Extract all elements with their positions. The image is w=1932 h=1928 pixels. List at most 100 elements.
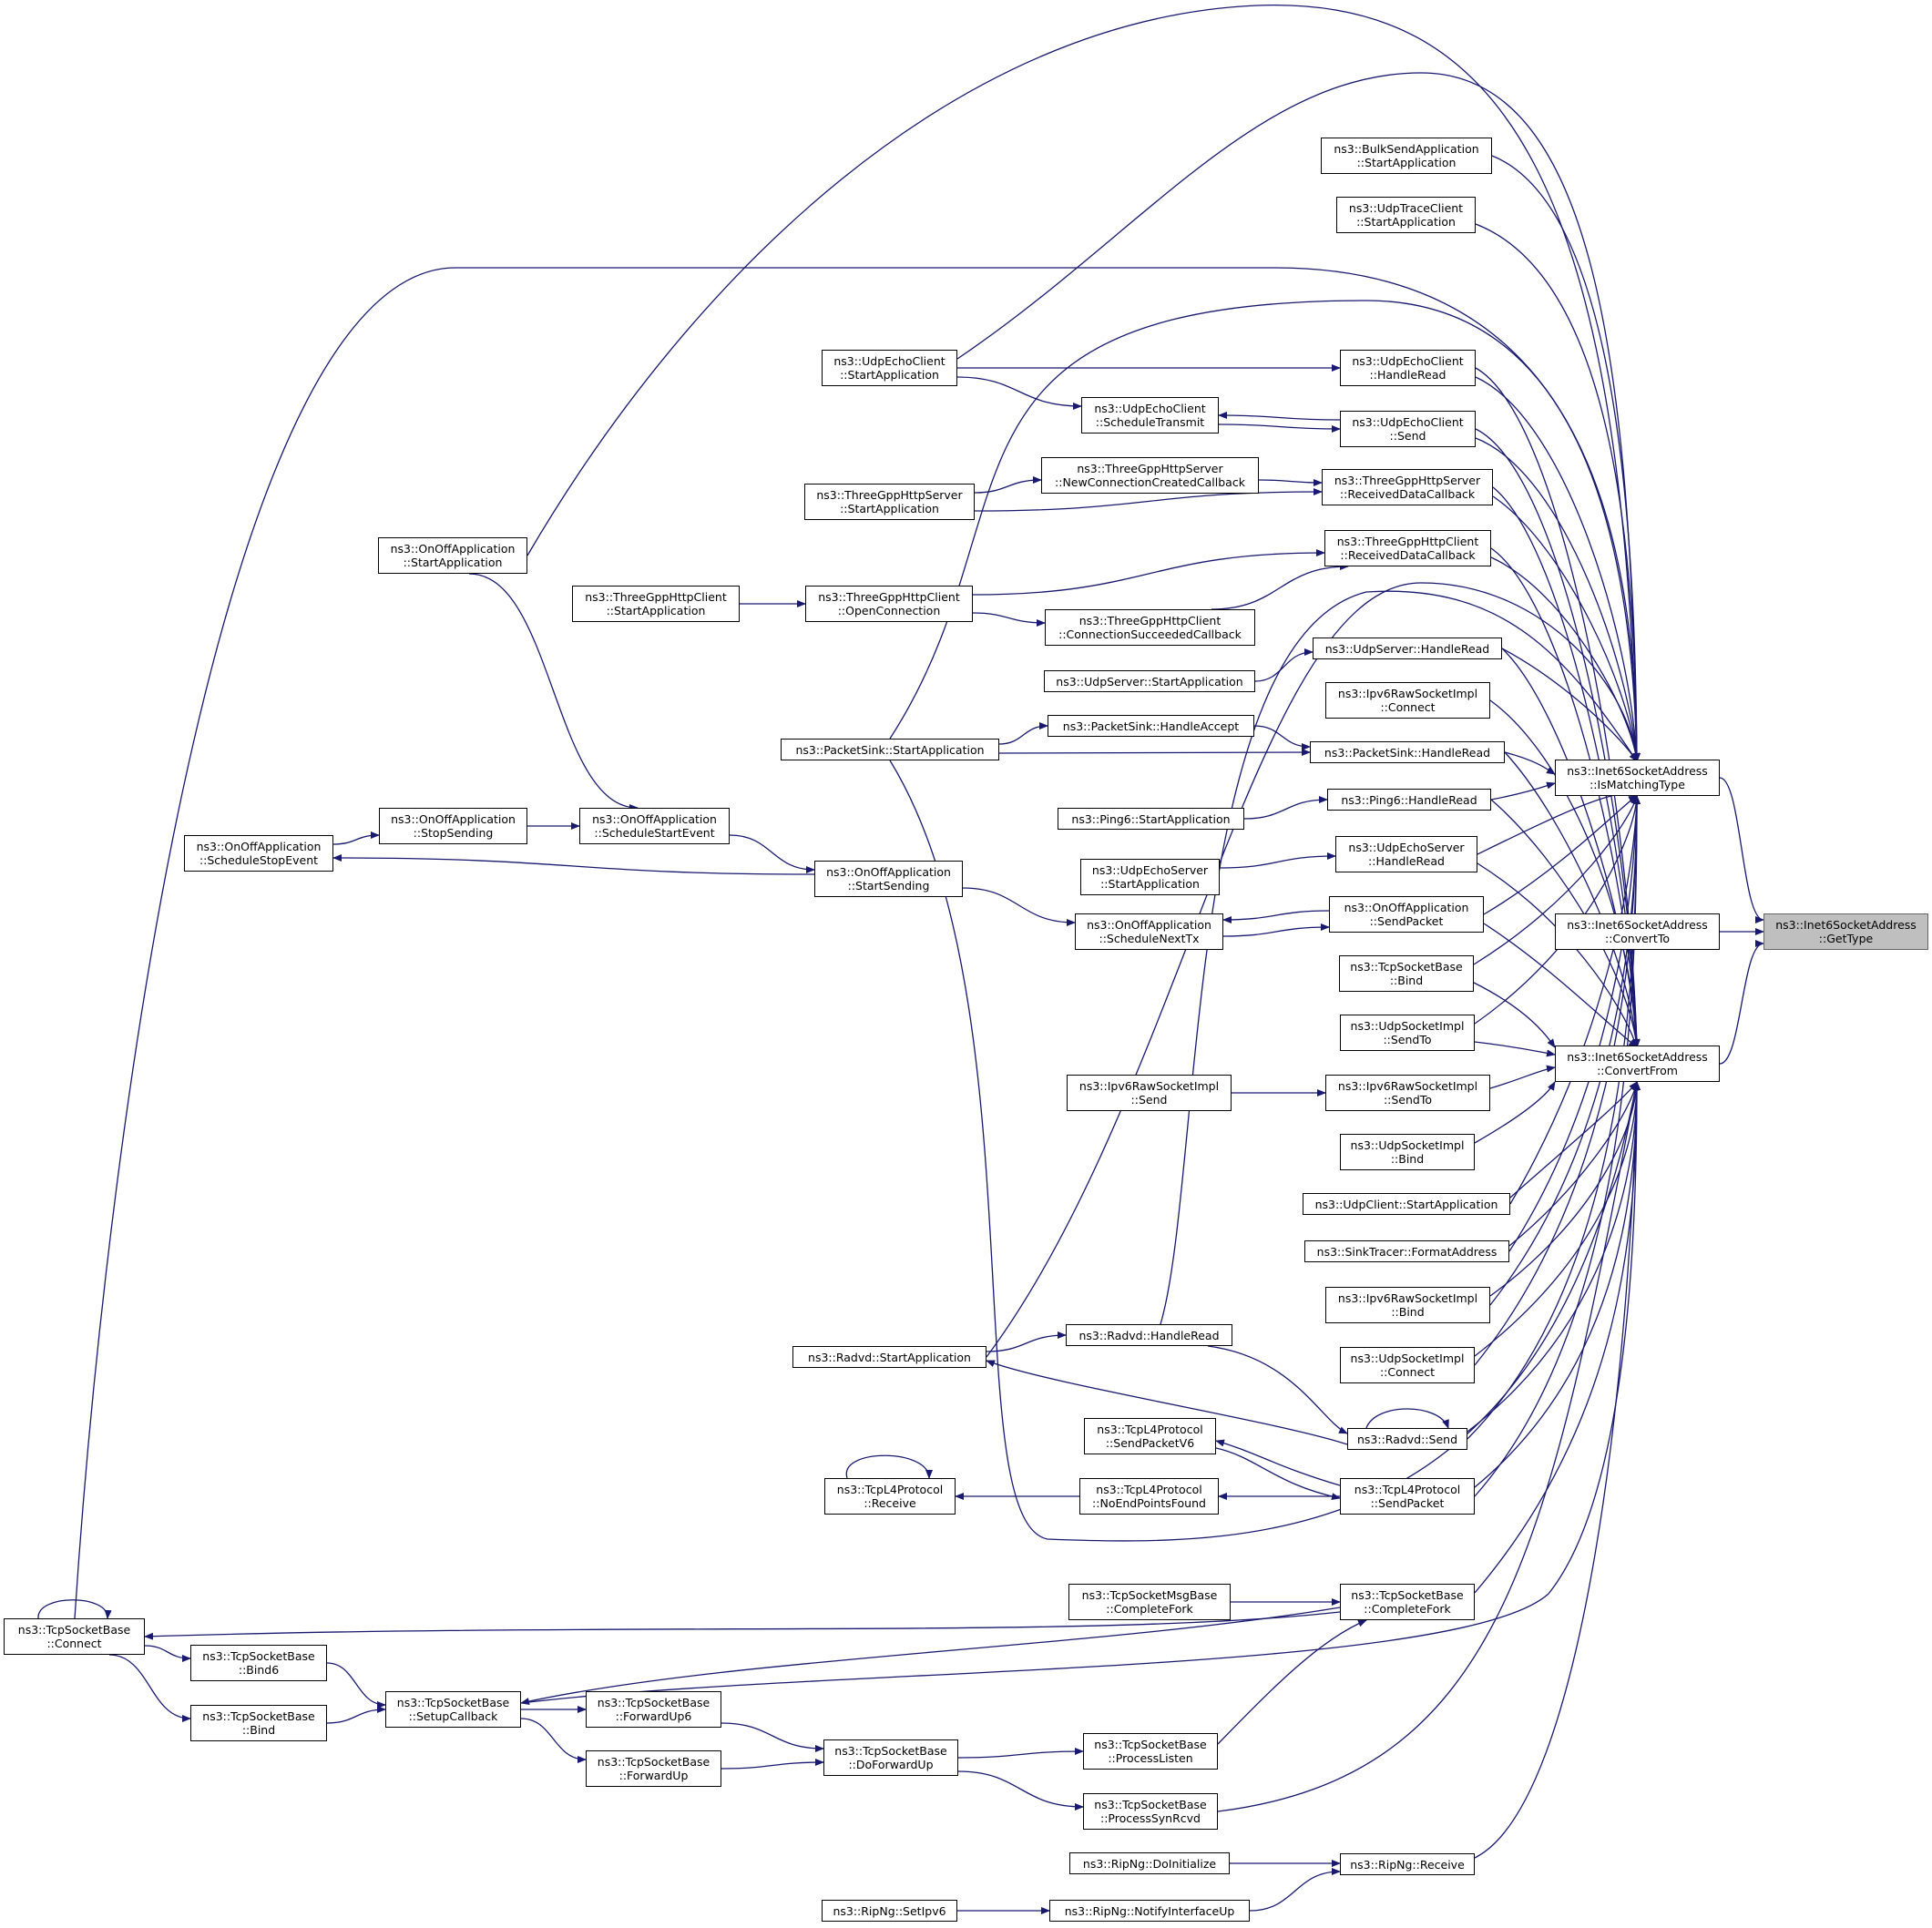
node-uech[interactable]: ns3::UdpEchoClient::HandleRead (1340, 350, 1476, 386)
node-convertfrom[interactable]: ns3::Inet6SocketAddress::ConvertFrom (1555, 1046, 1720, 1082)
node-tsbplisten[interactable]: ns3::TcpSocketBase::ProcessListen (1083, 1733, 1218, 1770)
edge-psstart-pshaccept (998, 722, 1048, 745)
node-p6start-label: ns3::Ping6::StartApplication (1071, 811, 1231, 826)
node-ismatching[interactable]: ns3::Inet6SocketAddress::IsMatchingType (1555, 760, 1720, 796)
node-thcstart[interactable]: ns3::ThreeGppHttpClient::StartApplicatio… (572, 586, 740, 622)
node-tcpbind-class: ns3::TcpSocketBase (1350, 960, 1463, 974)
edge-tsbdfu-tsbpsyn (957, 1770, 1084, 1811)
node-tsbsetup[interactable]: ns3::TcpSocketBase::SetupCallback (385, 1691, 521, 1728)
node-i6rconn[interactable]: ns3::Ipv6RawSocketImpl::Connect (1325, 682, 1490, 719)
node-tsbsetup-class: ns3::TcpSocketBase (396, 1696, 510, 1709)
node-udpsrvh[interactable]: ns3::UdpServer::HandleRead (1313, 638, 1502, 659)
node-thsrecv[interactable]: ns3::ThreeGppHttpServer::ReceivedDataCal… (1322, 469, 1493, 505)
edge-tl4send-ismatching (1474, 795, 1641, 1497)
node-usisendto[interactable]: ns3::UdpSocketImpl::SendTo (1340, 1015, 1475, 1051)
node-p6start[interactable]: ns3::Ping6::StartApplication (1058, 808, 1244, 830)
node-tsbdfu[interactable]: ns3::TcpSocketBase::DoForwardUp (823, 1739, 958, 1776)
node-tl4noend[interactable]: ns3::TcpL4Protocol::NoEndPointsFound (1079, 1478, 1219, 1515)
node-udptrace[interactable]: ns3::UdpTraceClient::StartApplication (1336, 197, 1476, 233)
node-thcrecv[interactable]: ns3::ThreeGppHttpClient::ReceivedDataCal… (1324, 530, 1491, 566)
node-usibind-class: ns3::UdpSocketImpl (1350, 1138, 1465, 1152)
node-uecstart[interactable]: ns3::UdpEchoClient::StartApplication (822, 350, 957, 386)
node-i6rsend[interactable]: ns3::Ipv6RawSocketImpl::Send (1067, 1075, 1232, 1111)
edge-psstart-ismatching (889, 300, 1641, 762)
node-thsstart[interactable]: ns3::ThreeGppHttpServer::StartApplicatio… (804, 484, 975, 520)
node-tl4v6[interactable]: ns3::TcpL4Protocol::SendPacketV6 (1084, 1418, 1216, 1454)
node-tsbdfu-class: ns3::TcpSocketBase (834, 1744, 947, 1758)
node-usiconn[interactable]: ns3::UdpSocketImpl::Connect (1340, 1347, 1475, 1383)
node-ripset-label: ns3::RipNg::SetIpv6 (833, 1903, 946, 1918)
node-gettype-class: ns3::Inet6SocketAddress (1775, 918, 1917, 932)
node-pshaccept-label: ns3::PacketSink::HandleAccept (1062, 719, 1240, 733)
node-uecstart-method: ::StartApplication (840, 368, 939, 382)
node-tsmcf[interactable]: ns3::TcpSocketMsgBase::CompleteFork (1068, 1584, 1231, 1620)
node-tsbcf[interactable]: ns3::TcpSocketBase::CompleteFork (1340, 1584, 1475, 1620)
node-sinkfmt[interactable]: ns3::SinkTracer::FormatAddress (1304, 1240, 1509, 1262)
node-psstart[interactable]: ns3::PacketSink::StartApplication (781, 739, 999, 760)
edge-uecstart-ismatching (956, 72, 1641, 762)
node-oosendpkt[interactable]: ns3::OnOffApplication::SendPacket (1329, 896, 1484, 933)
node-uesstart[interactable]: ns3::UdpEchoServer::StartApplication (1080, 859, 1220, 895)
node-tl4v6-method: ::SendPacketV6 (1105, 1436, 1195, 1450)
node-ripnotify-label: ns3::RipNg::NotifyInterfaceUp (1064, 1903, 1235, 1918)
node-tl4send-class: ns3::TcpL4Protocol (1354, 1483, 1461, 1496)
node-usibind[interactable]: ns3::UdpSocketImpl::Bind (1340, 1134, 1475, 1170)
node-uecsched[interactable]: ns3::UdpEchoClient::ScheduleTransmit (1081, 397, 1219, 434)
node-i6rsendto[interactable]: ns3::Ipv6RawSocketImpl::SendTo (1325, 1075, 1490, 1111)
node-tsbbind[interactable]: ns3::TcpSocketBase::Bind (190, 1705, 327, 1741)
node-tsbcf-method: ::CompleteFork (1364, 1602, 1451, 1616)
node-thsnew-method: ::NewConnectionCreatedCallback (1055, 475, 1245, 489)
node-oostartsend[interactable]: ns3::OnOffApplication::StartSending (814, 861, 963, 897)
node-uecstart-class: ns3::UdpEchoClient (833, 354, 946, 368)
node-tsbfu6[interactable]: ns3::TcpSocketBase::ForwardUp6 (586, 1691, 721, 1728)
node-uesread[interactable]: ns3::UdpEchoServer::HandleRead (1335, 836, 1477, 872)
node-rvdread[interactable]: ns3::Radvd::HandleRead (1066, 1324, 1232, 1346)
node-ripnotify[interactable]: ns3::RipNg::NotifyInterfaceUp (1049, 1900, 1250, 1922)
node-oosse-method: ::ScheduleStartEvent (594, 826, 715, 840)
node-i6rsendto-method: ::SendTo (1383, 1093, 1433, 1107)
node-ucstart[interactable]: ns3::UdpClient::StartApplication (1303, 1193, 1510, 1215)
node-oonexttx[interactable]: ns3::OnOffApplication::ScheduleNextTx (1075, 913, 1223, 950)
node-tsbpsyn[interactable]: ns3::TcpSocketBase::ProcessSynRcvd (1083, 1793, 1218, 1830)
node-tsbconn[interactable]: ns3::TcpSocketBase::Connect (4, 1618, 145, 1655)
node-gettype-method: ::GetType (1818, 932, 1874, 945)
edge-tsbplisten-tsbcf (1217, 1619, 1367, 1745)
node-i6rbind[interactable]: ns3::Ipv6RawSocketImpl::Bind (1325, 1287, 1490, 1323)
node-rvdstart[interactable]: ns3::Radvd::StartApplication (792, 1346, 986, 1368)
node-tsbbind6[interactable]: ns3::TcpSocketBase::Bind6 (190, 1645, 327, 1681)
node-oosse[interactable]: ns3::OnOffApplication::ScheduleStartEven… (579, 808, 730, 844)
edge-tsbcf-tsbconn (144, 1611, 1341, 1640)
node-tsbbind6-method: ::Bind6 (238, 1663, 280, 1677)
node-bulksend[interactable]: ns3::BulkSendApplication::StartApplicati… (1321, 138, 1492, 174)
node-p6read[interactable]: ns3::Ping6::HandleRead (1327, 789, 1491, 811)
node-ripset[interactable]: ns3::RipNg::SetIpv6 (822, 1900, 957, 1922)
edge-rvdsend-self (1365, 1408, 1449, 1429)
node-rvdsend[interactable]: ns3::Radvd::Send (1347, 1428, 1467, 1450)
node-oostopsend[interactable]: ns3::OnOffApplication::StopSending (379, 808, 527, 844)
node-gettype: ns3::Inet6SocketAddress::GetType (1763, 913, 1928, 950)
node-oostopev[interactable]: ns3::OnOffApplication::ScheduleStopEvent (184, 835, 333, 872)
node-tl4recv[interactable]: ns3::TcpL4Protocol::Receive (824, 1478, 956, 1515)
node-thcopen[interactable]: ns3::ThreeGppHttpClient::OpenConnection (805, 586, 973, 622)
node-tsbbind-method: ::Bind (241, 1723, 276, 1737)
edge-i6rbind-convertfrom (1489, 1081, 1641, 1297)
node-convertto[interactable]: ns3::Inet6SocketAddress::ConvertTo (1555, 913, 1720, 950)
node-thcopen-method: ::OpenConnection (837, 604, 941, 617)
node-thsnew[interactable]: ns3::ThreeGppHttpServer::NewConnectionCr… (1041, 457, 1259, 494)
edge-rvdread-rvdsend (1207, 1345, 1348, 1434)
node-riprecv[interactable]: ns3::RipNg::Receive (1340, 1853, 1475, 1875)
node-pshread[interactable]: ns3::PacketSink::HandleRead (1310, 741, 1505, 763)
node-tcpbind[interactable]: ns3::TcpSocketBase::Bind (1339, 955, 1474, 992)
node-tsbfu[interactable]: ns3::TcpSocketBase::ForwardUp (586, 1750, 721, 1787)
node-uecsend[interactable]: ns3::UdpEchoClient::Send (1340, 411, 1476, 447)
node-tl4send[interactable]: ns3::TcpL4Protocol::SendPacket (1340, 1478, 1475, 1515)
node-ripinit[interactable]: ns3::RipNg::DoInitialize (1069, 1852, 1230, 1874)
edge-uesstart-uesread (1219, 852, 1336, 869)
node-pshaccept[interactable]: ns3::PacketSink::HandleAccept (1048, 715, 1254, 737)
node-oostart[interactable]: ns3::OnOffApplication::StartApplication (378, 537, 527, 574)
edge-tl4send-convertfrom (1474, 1081, 1641, 1488)
node-thcsucc[interactable]: ns3::ThreeGppHttpClient::ConnectionSucce… (1045, 609, 1255, 646)
node-udpsrvs[interactable]: ns3::UdpServer::StartApplication (1044, 670, 1255, 692)
edge-rvdsend-rvdstart (986, 1360, 1348, 1445)
